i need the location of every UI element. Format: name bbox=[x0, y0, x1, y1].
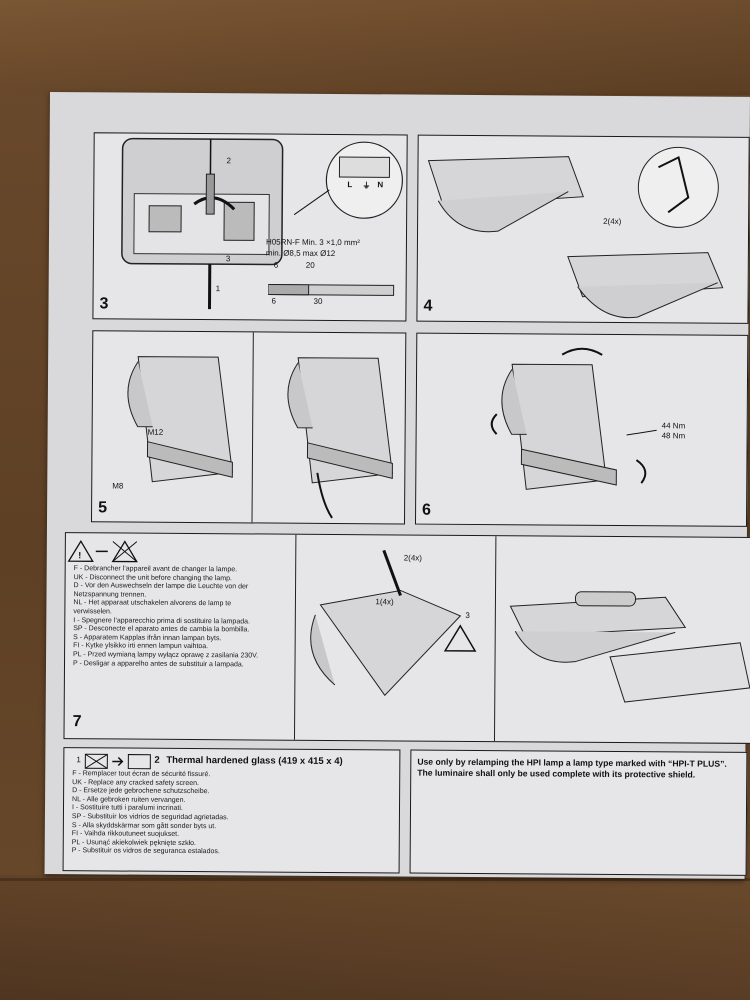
step-label-3: 3 bbox=[225, 254, 231, 264]
terminal-ground-label: ⏚ bbox=[362, 181, 371, 191]
panel-step-6: 44 Nm 48 Nm 6 bbox=[414, 332, 749, 527]
glass-line-p: P - Substituir os vidros de seguranca es… bbox=[71, 847, 220, 856]
panel-step-3: L ⏚ N H05RN-F Min. 3 ×1,0 mm² min. Ø8,5 … bbox=[92, 132, 408, 322]
callout-2-4x: 2(4x) bbox=[403, 553, 423, 563]
cardboard-flap-seam bbox=[0, 878, 750, 881]
callout-2-4x: 2(4x) bbox=[603, 216, 622, 226]
panel-lamp-notice: Use only by relamping the HPI lamp a lam… bbox=[409, 749, 748, 876]
dim-6-top: 6 bbox=[273, 260, 279, 270]
mounting-illustration bbox=[127, 332, 393, 523]
diameter-spec-label: min. Ø8,5 max Ø12 bbox=[265, 248, 336, 258]
lamp-notice-text: Use only by relamping the HPI lamp a lam… bbox=[417, 756, 727, 780]
cracked-glass-to-new-glass-icon bbox=[84, 753, 151, 770]
callout-1-4x: 1(4x) bbox=[375, 597, 394, 607]
dim-6-bottom: 6 bbox=[271, 296, 277, 306]
step-number-3: 3 bbox=[99, 295, 109, 313]
panel-step-4: 2(4x) 4 bbox=[416, 134, 750, 324]
panel-step-7: ! F - Debrancher l’appareil avant de cha… bbox=[63, 532, 750, 744]
lamp-replacement-illustration: ! bbox=[67, 534, 750, 742]
svg-text:!: ! bbox=[78, 550, 81, 560]
panel-glass-replacement: 1 2 Thermal hardened glass (419 x 415 x … bbox=[62, 747, 401, 874]
step-1-label: 1 bbox=[76, 755, 81, 765]
terminal-n-label: N bbox=[377, 180, 384, 190]
label-m12: M12 bbox=[147, 427, 164, 437]
terminal-l-label: L bbox=[347, 180, 353, 190]
cable-spec-label: H05RN-F Min. 3 ×1,0 mm² bbox=[265, 237, 361, 248]
step-number-6: 6 bbox=[422, 501, 432, 519]
torque-48nm: 48 Nm bbox=[661, 431, 686, 441]
glass-text-block: F - Remplacer tout écran de sécurité fis… bbox=[72, 770, 229, 857]
step-number-7: 7 bbox=[72, 713, 82, 731]
step-number-5: 5 bbox=[98, 499, 108, 517]
glass-removal-illustration bbox=[427, 146, 724, 319]
step-label-1: 1 bbox=[215, 284, 221, 294]
instruction-sheet: L ⏚ N H05RN-F Min. 3 ×1,0 mm² min. Ø8,5 … bbox=[44, 92, 750, 879]
callout-3: 3 bbox=[465, 610, 470, 620]
label-m8: M8 bbox=[112, 481, 124, 491]
dim-30: 30 bbox=[313, 296, 323, 306]
wiring-illustration bbox=[121, 137, 403, 310]
tightening-illustration bbox=[490, 347, 657, 490]
panel-step-5: M12 M8 5 bbox=[90, 330, 407, 525]
cardboard-background-bottom bbox=[0, 875, 750, 1000]
step-label-2: 2 bbox=[226, 156, 232, 166]
warning-line-p: P - Desligar a apparelho antes de substi… bbox=[72, 659, 244, 668]
step-number-4: 4 bbox=[423, 297, 433, 315]
dim-20: 20 bbox=[305, 260, 315, 270]
step-2-label: 2 bbox=[154, 754, 160, 766]
cardboard-background-top bbox=[0, 0, 750, 95]
torque-44nm: 44 Nm bbox=[661, 421, 686, 431]
warning-text-block: F - Debrancher l’appareil avant de chang… bbox=[73, 565, 289, 670]
glass-spec-title: Thermal hardened glass (419 x 415 x 4) bbox=[166, 754, 343, 768]
